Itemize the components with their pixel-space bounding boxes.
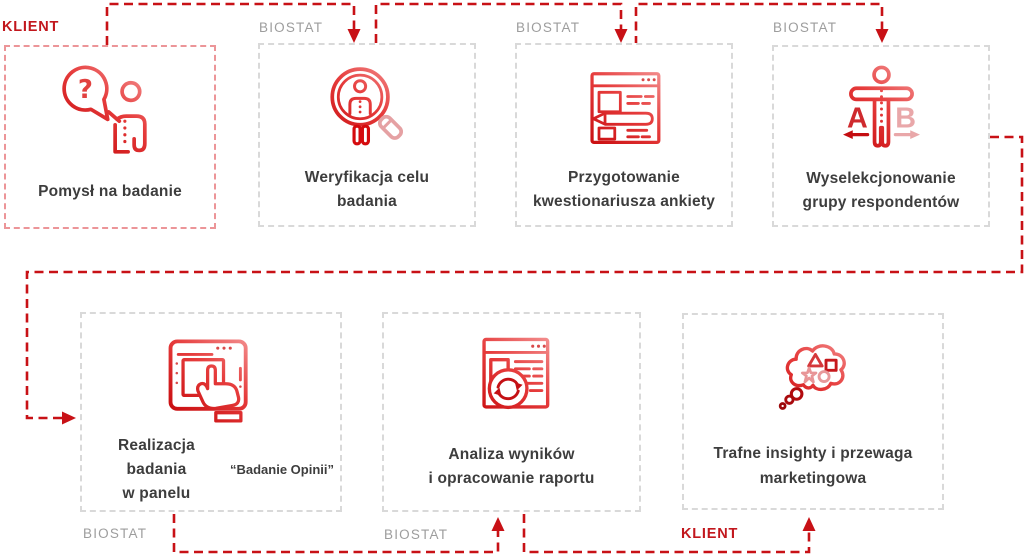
stage-label: Realizacja badania w panelu “Badanie Opin…: [88, 434, 334, 506]
owner-label-biostat-4: BIOSTAT: [773, 20, 838, 35]
stage-label: Przygotowanie kwestionariusza ankiety: [532, 168, 716, 210]
svg-text:?: ?: [77, 75, 92, 105]
owner-label-biostat-3: BIOSTAT: [516, 20, 581, 35]
owner-label-klient-top: KLIENT: [2, 19, 60, 35]
stage-box-weryfikacja-celu: Weryfikacja celu badania: [258, 43, 476, 227]
stage-label: Wyselekcjonowanie grupy respondentów: [802, 170, 960, 212]
tablet-touch-icon: [157, 322, 265, 434]
svg-text:A: A: [847, 103, 868, 135]
owner-label-biostat-6: BIOSTAT: [384, 527, 449, 542]
stage-box-wyselekcjonowanie-respondentow: A B Wyselekcjonowanie grupy respondentów: [772, 45, 990, 227]
thought-cloud-shapes-icon: [759, 323, 867, 435]
stage-label: Pomysł na badanie: [38, 182, 182, 200]
owner-label-klient-bottom: KLIENT: [681, 526, 739, 542]
stage-label: Analiza wyników i opracowanie raportu: [428, 445, 595, 487]
stage-box-trafne-insighty: Trafne insighty i przewaga marketingowa: [682, 313, 944, 510]
question-speech-person-icon: ?: [58, 55, 163, 167]
arrow-stage2-to-stage3: [374, 2, 628, 43]
stage-box-analiza-wynikow: Analiza wyników i opracowanie raportu: [382, 312, 641, 512]
arrow-stage3-to-stage4: [634, 2, 889, 45]
stage-label: Trafne insighty i przewaga marketingowa: [713, 445, 913, 487]
stage-label-panel-name: “Badanie Opinii”: [229, 461, 334, 477]
owner-label-biostat-2: BIOSTAT: [259, 20, 324, 35]
stage-label-main: Realizacja badania w panelu: [118, 437, 195, 503]
report-sync-icon: [458, 322, 566, 434]
questionnaire-pencil-icon: [572, 53, 677, 165]
stage-box-przygotowanie-kwestionariusza: Przygotowanie kwestionariusza ankiety: [515, 43, 733, 227]
arrow-stage5-to-stage6: [172, 514, 505, 554]
stage-box-realizacja-badania: Realizacja badania w panelu “Badanie Opin…: [80, 312, 342, 512]
stage-box-pomysl-na-badanie: ? Pomysł na badanie: [4, 45, 216, 229]
arrow-stage6-to-stage7: [522, 514, 816, 554]
svg-text:B: B: [895, 103, 916, 135]
magnifier-person-icon: [315, 53, 420, 165]
ab-respondents-icon: A B: [829, 55, 934, 167]
stage-label: Weryfikacja celu badania: [304, 168, 430, 210]
owner-label-biostat-5: BIOSTAT: [83, 526, 148, 541]
